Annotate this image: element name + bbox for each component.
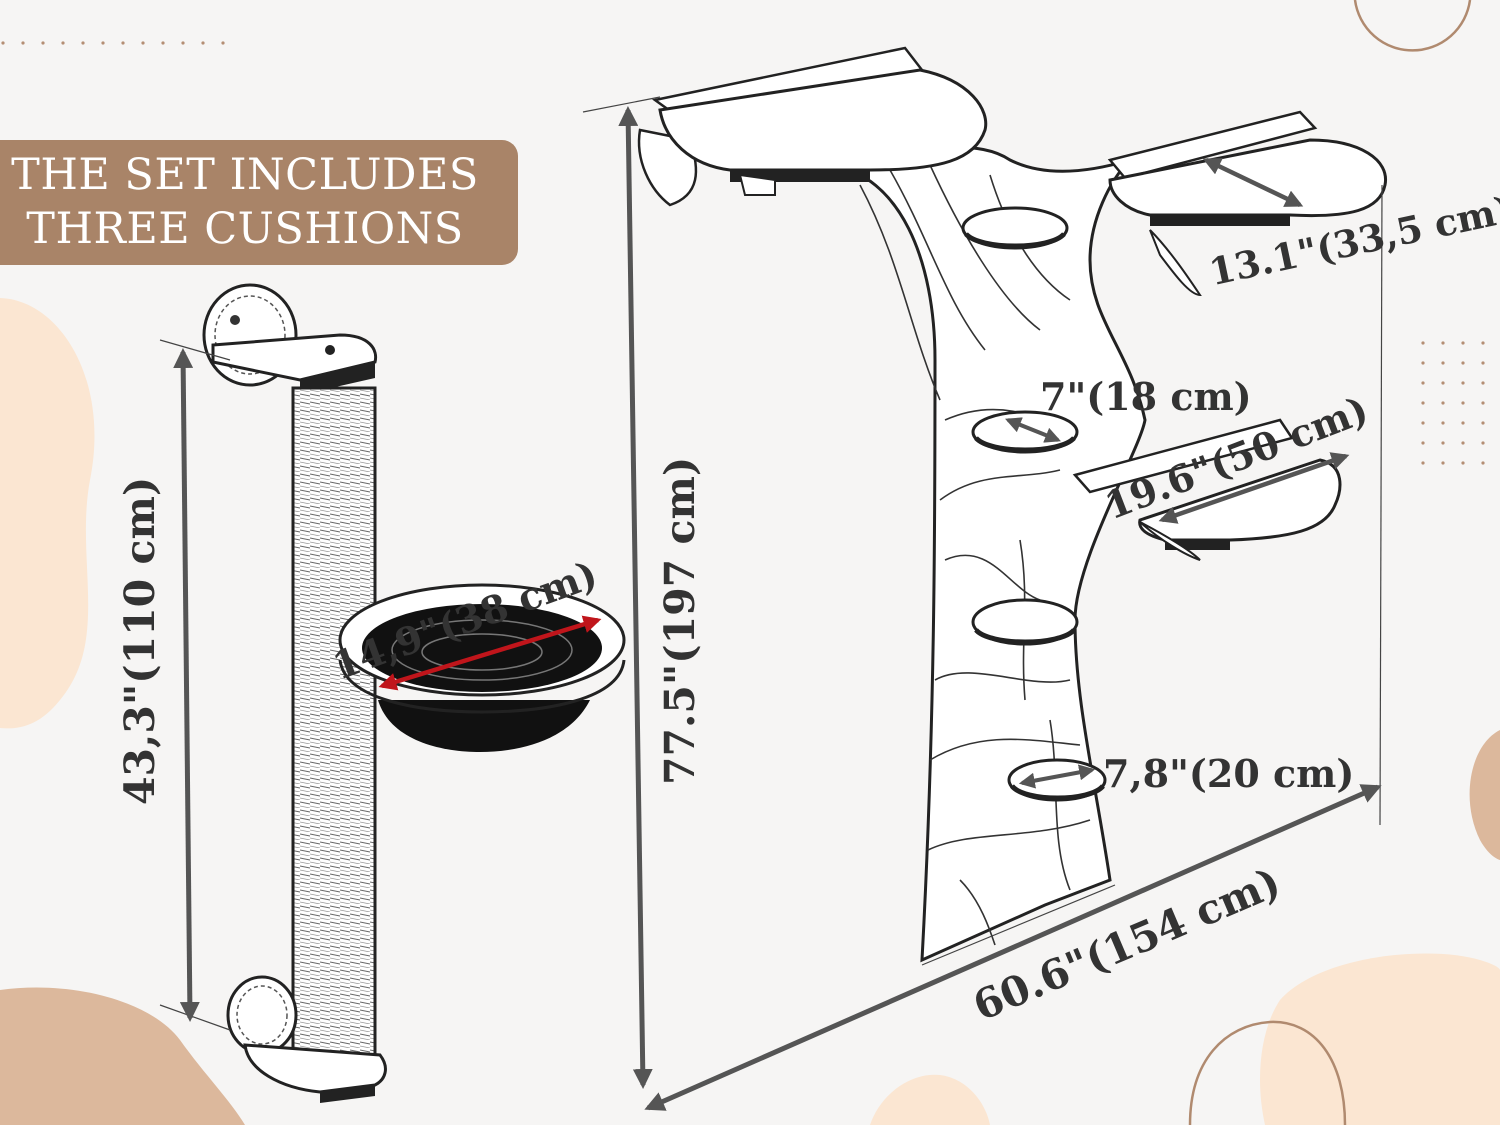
blob-right-tan: [1469, 730, 1500, 860]
step-3: [971, 598, 1079, 646]
blob-bottom-left-tan: [0, 987, 245, 1125]
right-edge-guide: [1379, 184, 1383, 826]
dimension-lines: [159, 96, 1383, 1111]
step-lower-label: 7,8"(20 cm): [1103, 751, 1355, 796]
banner-line-2: THREE CUSHIONS: [26, 204, 464, 254]
step-4: [1007, 758, 1107, 802]
dot-grid-top-left: [0, 30, 230, 54]
set-includes-banner: THE SET INCLUDES THREE CUSHIONS: [0, 140, 518, 265]
top-shelf-depth-arrow: [1202, 157, 1304, 208]
tree-height-guide-top: [582, 96, 661, 113]
blob-left-light: [0, 298, 95, 729]
tree-height-arrow: [618, 106, 653, 1089]
blob-bottom-center-light: [870, 1074, 990, 1125]
tree-trunk: [829, 145, 1147, 963]
sisal-rope-column: [291, 386, 377, 1058]
step-lower-arrow: [1018, 764, 1096, 789]
tree-width-arrow: [644, 784, 1382, 1111]
post-height-label: 43,3"(110 cm): [116, 476, 164, 805]
dot-grid-right: [1417, 330, 1500, 470]
blob-bottom-right-light: [1260, 953, 1500, 1125]
bottom-wall-mount: [226, 975, 298, 1055]
cat-tree: [637, 46, 1388, 963]
tree-width-guide: [921, 884, 1116, 966]
banner-line-1: THE SET INCLUDES: [11, 150, 479, 200]
post-height-arrow: [173, 348, 200, 1022]
post-height-guide-bottom: [159, 1004, 231, 1031]
circle-outline-top-right: [1353, 0, 1472, 52]
step-1: [961, 206, 1069, 250]
scratching-post: [202, 283, 626, 1103]
bowl-diameter-arrow: [378, 615, 602, 691]
tree-height-label: 77.5"(197 cm): [656, 456, 704, 785]
bottom-platform: [243, 1043, 387, 1094]
step-upper-arrow: [1005, 417, 1061, 443]
step-upper-label: 7"(18 cm): [1040, 374, 1252, 419]
middle-shelf-width-arrow: [1158, 452, 1350, 524]
top-shelf-left: [637, 46, 988, 207]
